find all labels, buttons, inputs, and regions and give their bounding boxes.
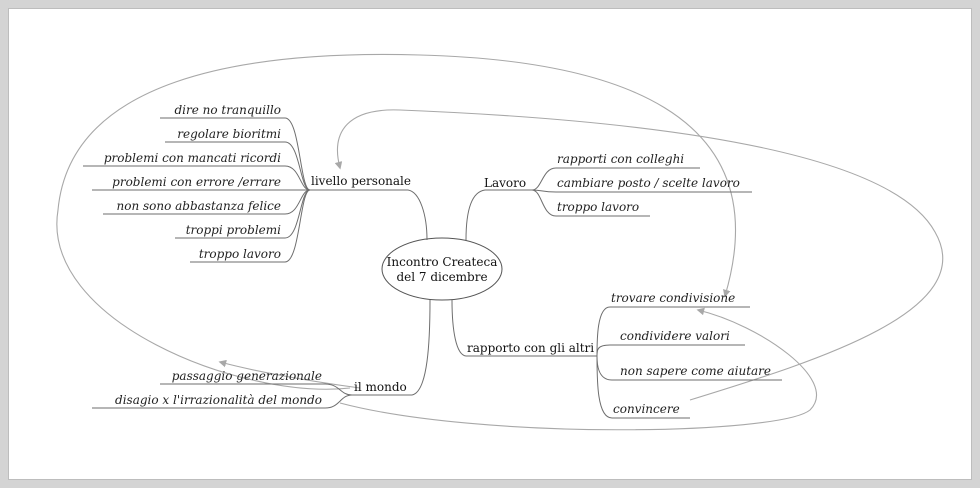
leaf-troppo-lavoro-personale[interactable]: troppo lavoro [199,247,281,261]
leaf-condividere-valori[interactable]: condividere valori [620,329,730,343]
leaf-convincere[interactable]: convincere [613,402,680,416]
relationship-arrow-2[interactable] [334,109,944,401]
connector-mondo [352,299,431,396]
central-topic[interactable] [381,237,503,301]
relationship-arrow-4[interactable] [218,359,361,389]
central-topic-line1: Incontro Createca [387,255,498,269]
leaf-regolare-bioritmi[interactable]: regolare bioritmi [177,127,281,141]
branch-livello-personale [83,117,311,263]
leaf-troppo-lavoro[interactable]: troppo lavoro [557,200,639,214]
connector-rapporto [451,299,597,357]
connector-livello [310,189,428,241]
relationship-arrow-3[interactable] [339,307,817,431]
leaf-troppi-problemi[interactable]: troppi problemi [186,223,281,237]
leaf-disagio-irrazionalita[interactable]: disagio x l'irrazionalità del mondo [115,393,322,407]
leaf-non-abbastanza-felice[interactable]: non sono abbastanza felice [116,199,281,213]
branch-lavoro [531,167,752,217]
leaf-problemi-mancati-ricordi[interactable]: problemi con mancati ricordi [104,151,281,165]
leaf-problemi-errore[interactable]: problemi con errore /errare [112,175,281,189]
connector-lavoro [465,189,532,241]
topic-lavoro[interactable]: Lavoro [484,176,526,190]
mind-map-canvas [8,8,972,480]
central-topic-line2: del 7 dicembre [396,270,487,284]
leaf-rapporti-colleghi[interactable]: rapporti con colleghi [557,152,684,166]
relationship-arrow-1[interactable] [56,53,737,390]
topic-il-mondo[interactable]: il mondo [354,380,407,394]
branch-rapporto-con-gli-altri [596,306,782,419]
branch-il-mondo [92,383,353,409]
topic-rapporto-con-gli-altri[interactable]: rapporto con gli altri [467,341,594,355]
leaf-dire-no-tranquillo[interactable]: dire no tranquillo [174,103,281,117]
leaf-non-sapere-come-aiutare[interactable]: non sapere come aiutare [620,364,771,378]
leaf-cambiare-posto[interactable]: cambiare posto / scelte lavoro [557,176,740,190]
leaf-passaggio-generazionale[interactable]: passaggio generazionale [172,369,322,383]
topic-livello-personale[interactable]: livello personale [311,174,411,188]
leaf-trovare-condivisione[interactable]: trovare condivisione [611,291,735,305]
